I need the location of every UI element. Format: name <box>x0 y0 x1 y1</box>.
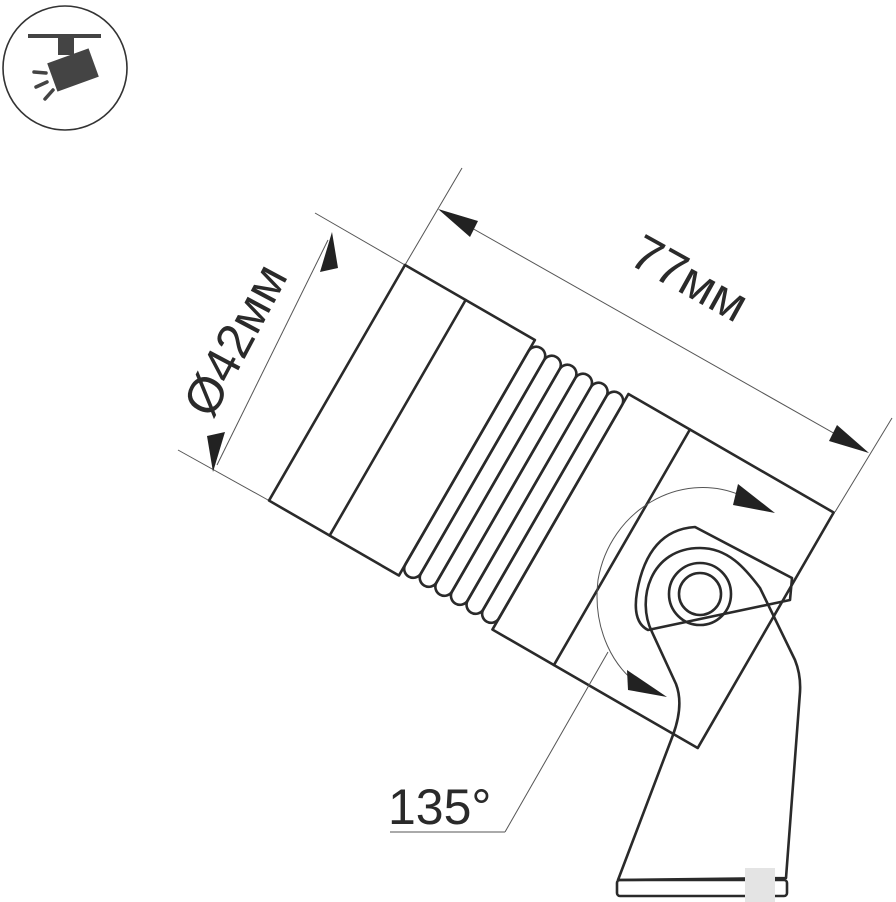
mounting-bracket <box>615 525 802 902</box>
diameter-dimension: Ø42мм <box>172 232 338 472</box>
tilt-angle-dimension: 135° <box>388 651 609 835</box>
watermark <box>745 868 775 902</box>
extension-lines <box>177 167 893 513</box>
diameter-label: Ø42мм <box>172 255 298 425</box>
length-label: 77мм <box>622 224 758 333</box>
cooling-fins <box>402 345 625 625</box>
length-dimension: 77мм <box>438 209 869 453</box>
track-spotlight-icon <box>2 5 128 131</box>
tilt-angle-label: 135° <box>388 779 491 835</box>
rotation-arrow <box>596 484 775 697</box>
spotlight-body <box>267 263 835 750</box>
